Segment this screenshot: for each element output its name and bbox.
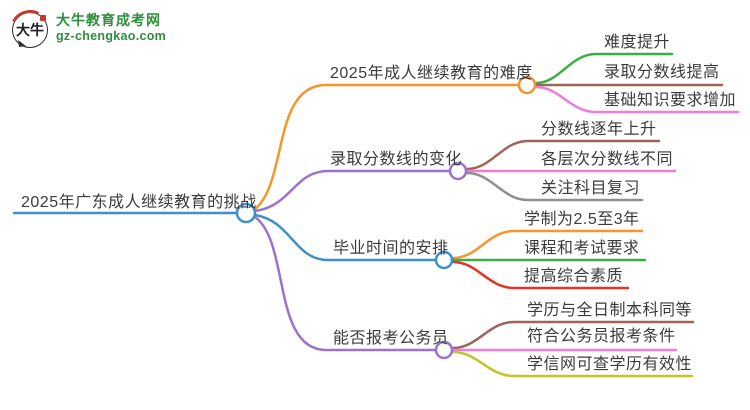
edge-root-to-branch1	[253, 83, 521, 211]
site-name: 大牛教育成考网	[56, 12, 161, 28]
branch3-child3-label[interactable]: 提高综合素质	[524, 268, 624, 285]
site-url: gz-chengkao.com	[56, 29, 167, 43]
edge-branch3-child1	[451, 229, 644, 260]
branch2-child3-label[interactable]: 关注科目复习	[541, 180, 641, 197]
branch4-child3-label[interactable]: 学信网可查学历有效性	[527, 356, 693, 373]
branch3-child1-label[interactable]: 学制为2.5至3年	[524, 211, 640, 228]
branch2-child2-label[interactable]: 各层次分数线不同	[541, 151, 674, 168]
branch3-child2-label[interactable]: 课程和考试要求	[524, 240, 640, 257]
logo-seal-stamp-icon	[40, 15, 46, 21]
logo-text-block: 大牛教育成考网 gz-chengkao.com	[56, 12, 166, 44]
branch1-child1-label[interactable]: 难度提升	[604, 34, 671, 51]
branch1-label[interactable]: 2025年成人继续教育的难度	[330, 65, 533, 82]
root-node-label[interactable]: 2025年广东成人继续教育的挑战	[21, 194, 257, 211]
edge-root-to-branch4	[253, 215, 438, 352]
branch4-child1-label[interactable]: 学历与全日制本科同等	[527, 302, 693, 319]
edge-branch4-child1	[451, 320, 695, 350]
branch1-child3-label[interactable]: 基础知识要求增加	[604, 92, 737, 109]
edge-root-to-branch2	[253, 169, 452, 213]
edge-root-to-branch3	[253, 213, 438, 262]
branch3-node-toggle[interactable]	[434, 250, 454, 270]
edge-branch1-child1	[534, 52, 674, 85]
logo-icon-characters: 大牛	[16, 23, 44, 39]
edge-branch3-child3	[451, 260, 630, 290]
branch1-node-toggle[interactable]	[517, 75, 537, 95]
root-node-toggle[interactable]	[235, 202, 257, 224]
branch4-node-toggle[interactable]	[434, 340, 454, 360]
branch1-child2-label[interactable]: 录取分数线提高	[604, 64, 720, 81]
edge-branch2-child1	[465, 139, 661, 171]
site-logo: 大牛 大牛教育成考网 gz-chengkao.com	[4, 4, 166, 56]
edge-branch4-child3	[451, 350, 694, 378]
branch2-label[interactable]: 录取分数线的变化	[330, 151, 463, 168]
edge-branch2-child3	[465, 171, 644, 202]
branch4-child2-label[interactable]: 符合公务员报考条件	[527, 328, 676, 345]
branch2-node-toggle[interactable]	[448, 161, 468, 181]
branch3-label[interactable]: 毕业时间的安排	[333, 240, 449, 257]
edge-branch1-child3	[534, 85, 740, 114]
branch2-child1-label[interactable]: 分数线逐年上升	[541, 121, 657, 138]
branch4-label[interactable]: 能否报考公务员	[333, 330, 449, 347]
daniu-bull-logo-icon: 大牛	[4, 4, 56, 56]
